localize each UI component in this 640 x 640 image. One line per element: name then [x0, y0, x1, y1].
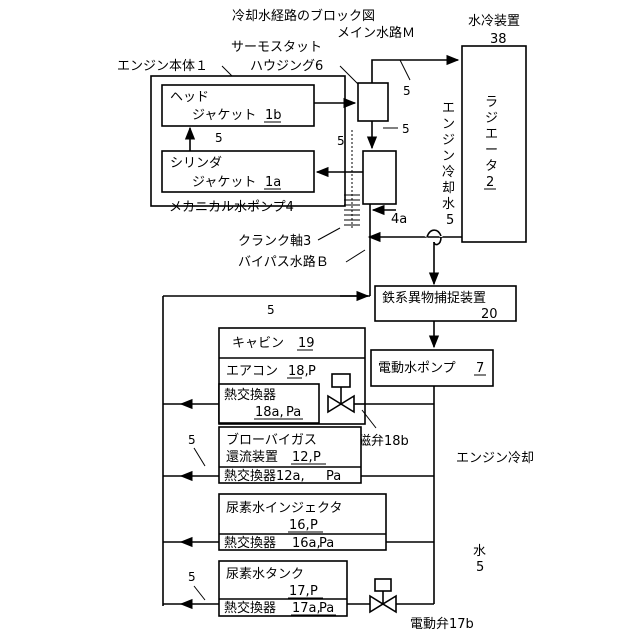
flow-num-pump-cyl: 5 [337, 134, 345, 148]
diagram-title: 冷却水経路のブロック図 [232, 8, 375, 24]
coolant-right-char-3: ジ [442, 133, 455, 148]
main-path-num-leader [400, 60, 410, 80]
flow-num-bypass: 5 [267, 303, 275, 317]
electric-valve-label: 電動弁17b [410, 617, 474, 632]
electric-pump-label: 電動水ポンプ [378, 361, 456, 376]
left-num-leader-1 [194, 448, 205, 466]
coolant-right-char-6: 却 [442, 181, 455, 196]
coolant-bottom-label-1: エンジン冷却 [456, 451, 534, 466]
main-path-label: メイン水路Ｍ [337, 25, 415, 41]
electric-pump-ref: 7 [476, 361, 484, 376]
main-path-arrow [372, 60, 458, 83]
mech-pump-label: メカニカル水ポンプ4 [169, 200, 294, 215]
coolant-right-char-5: 冷 [442, 165, 455, 180]
blowby-ref: 12, [292, 450, 313, 465]
blowby-hx-pa: Pa [326, 469, 341, 484]
urea-tank-label: 尿素水タンク [226, 567, 304, 582]
blowby-label-1: ブローバイガス [226, 432, 317, 448]
urea-injector-ref: 16, [289, 518, 310, 533]
head-jacket-label: ジャケット [192, 108, 256, 123]
aircon-p: P [308, 364, 316, 379]
coolant-bottom-label-2: 水 [473, 544, 486, 559]
electric-valve-actuator [375, 579, 391, 591]
coolant-right-char-4: ン [442, 149, 455, 164]
urea-tank-hx-ref: 17a, [292, 601, 321, 616]
aircon-hx-ref: 18a, [255, 405, 284, 420]
urea-injector-hx-pa: Pa [319, 536, 334, 551]
aircon-hx-pa: Pa [286, 405, 301, 420]
head-label: ヘッド [170, 90, 209, 105]
coolant-right-char-7: 水 [442, 197, 455, 212]
radiator-ref: 2 [486, 175, 494, 190]
flow-num-main: 5 [403, 84, 411, 98]
cabin-label: キャビン [232, 336, 284, 351]
coolant-right-char-1: エ [442, 101, 455, 116]
engine-body-leader [222, 66, 232, 76]
cooling-device-label: 水冷装置 [468, 14, 520, 29]
blowby-hx-label: 熱交換器12a, [224, 468, 305, 484]
coolant-bottom-label-3: 5 [476, 560, 484, 575]
aircon-ref: 18, [288, 364, 309, 379]
coolant-right-char-8: 5 [446, 213, 454, 228]
urea-tank-hx-label: 熱交換器 [224, 600, 276, 616]
head-jacket-ref: 1b [265, 108, 282, 123]
flow-num-left-2: 5 [188, 570, 196, 584]
crankshaft-label: クランク軸3 [238, 234, 311, 249]
branch-curve [434, 237, 441, 245]
thermostat-label-1: サーモスタット [231, 40, 322, 55]
engine-body-label: エンジン本体１ [117, 59, 208, 74]
urea-tank-p: P [310, 584, 318, 599]
radiator-char-5: タ [485, 159, 498, 174]
urea-injector-p: P [310, 518, 318, 533]
left-num-leader-2 [194, 586, 205, 600]
radiator-char-2: ジ [485, 111, 498, 126]
urea-injector-label: 尿素水インジェクタ [226, 501, 342, 516]
aircon-hx-label: 熱交換器 [224, 387, 276, 403]
cooling-device-ref: 38 [490, 32, 507, 47]
bypass-label: バイパス水路Ｂ [238, 254, 329, 270]
iron-catcher-label: 鉄系異物捕捉装置 [382, 290, 486, 306]
aircon-label: エアコン [226, 364, 278, 379]
thermostat-housing-box [358, 83, 388, 121]
blowby-p: P [313, 450, 321, 465]
crankshaft-leader [318, 228, 340, 240]
radiator-char-3: エ [485, 127, 498, 142]
urea-injector-hx-ref: 16a, [292, 536, 321, 551]
pump-port-label: 4a [391, 212, 407, 227]
urea-injector-hx-label: 熱交換器 [224, 535, 276, 551]
cylinder-label: シリンダ [170, 156, 222, 171]
radiator-char-4: ー [485, 143, 498, 158]
bypass-leader [346, 250, 365, 262]
cabin-ref: 19 [298, 336, 315, 351]
coolant-right-char-2: ン [442, 117, 455, 132]
iron-catcher-ref: 20 [481, 307, 498, 322]
flow-num-cyl-head: 5 [215, 131, 223, 145]
solenoid-actuator [332, 374, 350, 387]
mechanical-pump-box [363, 151, 396, 204]
cylinder-jacket-ref: 1a [265, 175, 281, 190]
blowby-label-2: 還流装置 [226, 450, 278, 465]
cylinder-jacket-label: ジャケット [192, 175, 256, 190]
flow-num-left-1: 5 [188, 433, 196, 447]
urea-tank-ref: 17, [289, 584, 310, 599]
thermostat-label-2: ハウジング6 [250, 59, 323, 74]
flow-num-thermostat: 5 [402, 122, 410, 136]
urea-tank-hx-pa: Pa [319, 601, 334, 616]
radiator-char-1: ラ [485, 95, 498, 110]
